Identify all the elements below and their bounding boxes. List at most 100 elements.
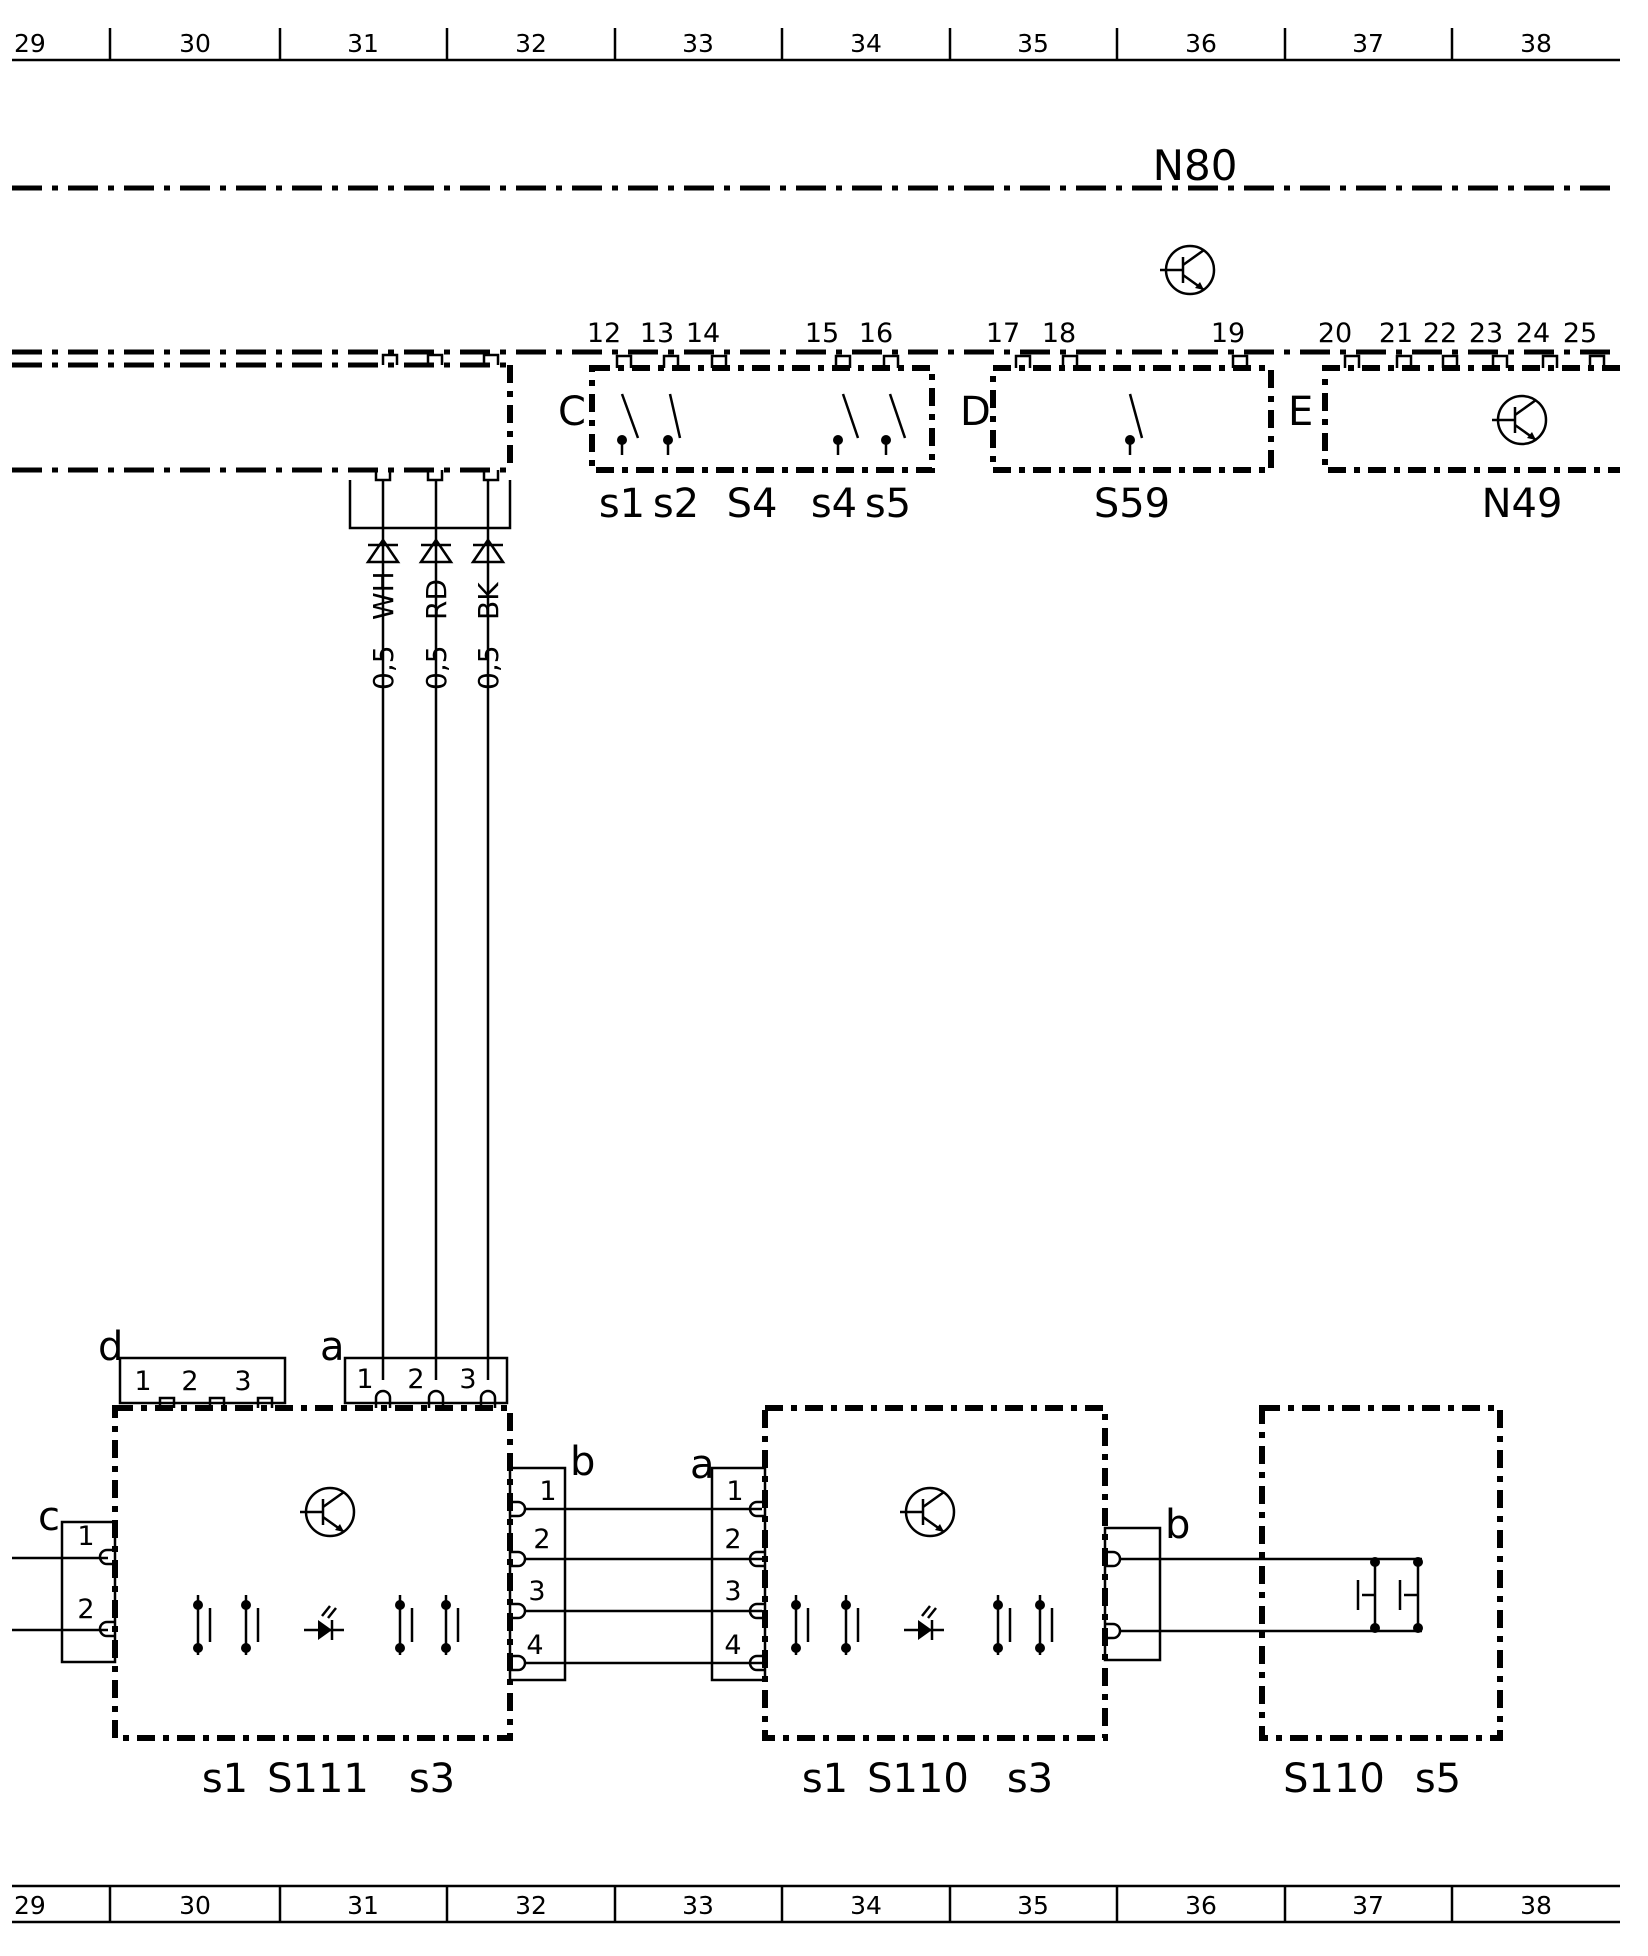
grid-cell-32: 32 [515, 1891, 547, 1920]
switch-s1-icon [617, 393, 640, 455]
s111-label: S111 [267, 1756, 369, 1802]
n80-label: N80 [1153, 141, 1238, 190]
s111-d-pin-2: 2 [181, 1366, 198, 1397]
transistor-icon [900, 1486, 956, 1538]
pin-19: 19 [1211, 318, 1245, 349]
connector-arrow-icon [365, 537, 401, 564]
pin-15: 15 [805, 318, 839, 349]
grid-cell-34: 34 [850, 1891, 882, 1920]
transistor-icon [1492, 394, 1548, 446]
connector-d-label: D [960, 389, 991, 435]
bottom-grid-strip: 29 30 31 32 33 34 35 36 37 38 [12, 1884, 1620, 1924]
grid-cell-35: 35 [1017, 1891, 1049, 1920]
s110-s5-module-label: S110 [1283, 1756, 1385, 1802]
s111-b-pin-3: 3 [528, 1576, 545, 1607]
s111-c-pin-2: 2 [77, 1594, 94, 1625]
s111-d-pin-3: 3 [234, 1366, 251, 1397]
grid-cell-30: 30 [179, 29, 211, 58]
pin-20: 20 [1318, 318, 1352, 349]
grid-cell-37: 37 [1352, 29, 1384, 58]
s111-c-pin-1: 1 [77, 1521, 94, 1552]
pin-17: 17 [986, 318, 1020, 349]
s59-switch-block: D 17 18 19 S59 [960, 318, 1274, 527]
wire-bk-label: BK [472, 582, 505, 620]
wire-rd-label: RD [420, 579, 453, 620]
wire-rd-size: 0,5 [420, 645, 453, 690]
connector-c-label: C [558, 389, 586, 435]
n49-module: E 20 21 22 23 24 25 N49 [1288, 318, 1620, 527]
led-icon [904, 1605, 944, 1640]
s110-label: S110 [867, 1756, 969, 1802]
wire-harness: WH 0,5 RD 0,5 BK 0,5 [348, 480, 512, 1380]
s111-a-pin-2: 2 [407, 1364, 424, 1395]
pushbutton-s1-icon [791, 1595, 860, 1655]
pin-21: 21 [1379, 318, 1413, 349]
pin-18: 18 [1042, 318, 1076, 349]
pin-16: 16 [859, 318, 893, 349]
s110-a-pin-3: 3 [724, 1576, 741, 1607]
grid-cell-32: 32 [515, 29, 547, 58]
s110-a-pin-4: 4 [724, 1630, 741, 1661]
s111-a-pin-3: 3 [459, 1364, 476, 1395]
grid-cell-38: 38 [1520, 29, 1552, 58]
s110-s5-label: s5 [1415, 1756, 1461, 1802]
grid-cell-31: 31 [347, 29, 379, 58]
s110-s3-label: s3 [1007, 1756, 1053, 1802]
s4-label: S4 [727, 481, 778, 527]
s111-d-pin-1: 1 [134, 1366, 151, 1397]
s111-conn-c-label: c [38, 1494, 60, 1540]
pushbutton-s5-icon [1356, 1557, 1423, 1633]
connector-e-label: E [1288, 389, 1313, 435]
s111-conn-b-label: b [570, 1439, 595, 1485]
switch-s5-icon [881, 393, 907, 455]
pin-13: 13 [640, 318, 674, 349]
switch-s4-icon [833, 393, 860, 455]
s4-s2-label: s2 [653, 481, 699, 527]
pin-25: 25 [1563, 318, 1597, 349]
grid-cell-33: 33 [682, 29, 714, 58]
grid-cell-29: 29 [14, 1891, 46, 1920]
grid-cell-30: 30 [179, 1891, 211, 1920]
grid-cell-36: 36 [1185, 29, 1217, 58]
interconnect-wires [525, 1507, 762, 1665]
connector-arrow-icon [418, 537, 454, 564]
s4-s5-label: s5 [865, 481, 911, 527]
s110-conn-a-label: a [690, 1442, 715, 1488]
s110-s1-label: s1 [802, 1756, 848, 1802]
wire-bk-size: 0,5 [472, 645, 505, 690]
s4-s4-label: s4 [811, 481, 857, 527]
pushbutton-s3-icon [395, 1595, 460, 1655]
top-grid-strip: 29 30 31 32 33 34 35 36 37 38 [12, 28, 1620, 62]
s111-s1-label: s1 [202, 1756, 248, 1802]
s110-conn-b-label: b [1165, 1502, 1190, 1548]
grid-cell-31: 31 [347, 1891, 379, 1920]
pin-24: 24 [1516, 318, 1550, 349]
grid-cell-37: 37 [1352, 1891, 1384, 1920]
s111-b-pin-4: 4 [526, 1630, 543, 1661]
s4-switch-block: C 12 13 14 15 16 s1 s2 S4 s4 s5 [558, 318, 935, 527]
transistor-icon [1160, 244, 1216, 296]
pushbutton-s1-icon [193, 1595, 260, 1655]
pushbutton-s3-icon [993, 1595, 1054, 1655]
pin-14: 14 [686, 318, 720, 349]
pin-22: 22 [1423, 318, 1457, 349]
bus-lines [12, 349, 1615, 482]
grid-cell-36: 36 [1185, 1891, 1217, 1920]
pin-12: 12 [587, 318, 621, 349]
grid-cell-29: 29 [14, 29, 46, 58]
n80-module: N80 [12, 141, 1615, 296]
s110-module: a 1 2 3 4 b [690, 1405, 1190, 1802]
s111-conn-a-label: a [320, 1324, 345, 1370]
grid-cell-35: 35 [1017, 29, 1049, 58]
s111-s3-label: s3 [409, 1756, 455, 1802]
s110-a-pin-1: 1 [726, 1476, 743, 1507]
s111-b-pin-1: 1 [539, 1476, 556, 1507]
grid-cell-33: 33 [682, 1891, 714, 1920]
switch-s59-icon [1125, 393, 1144, 455]
s4-s1-label: s1 [599, 481, 645, 527]
s111-b-pin-2: 2 [533, 1524, 550, 1555]
grid-cell-34: 34 [850, 29, 882, 58]
s111-a-pin-1: 1 [356, 1364, 373, 1395]
pin-23: 23 [1469, 318, 1503, 349]
